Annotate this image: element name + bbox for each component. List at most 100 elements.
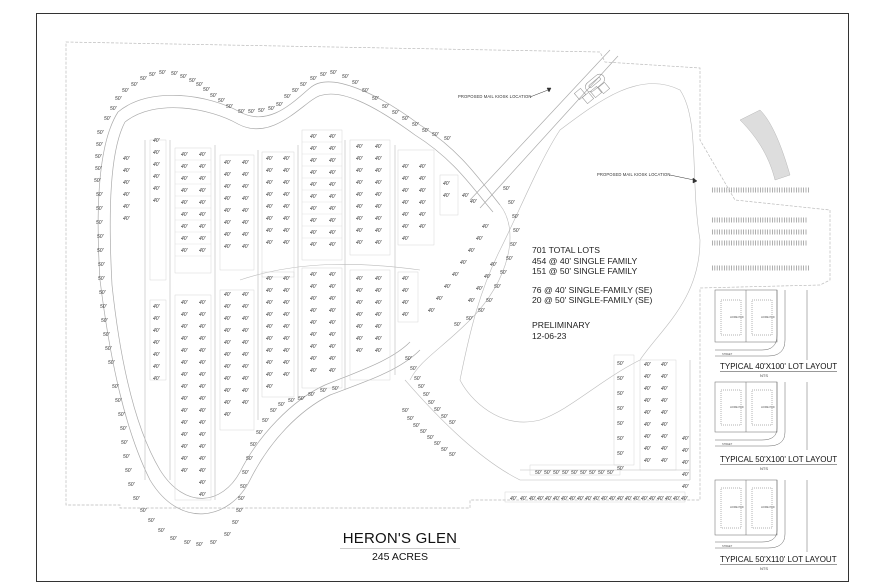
svg-text:40': 40' <box>153 174 161 180</box>
svg-text:50': 50' <box>617 466 625 472</box>
svg-text:50': 50' <box>180 74 188 80</box>
svg-text:50': 50' <box>300 82 308 88</box>
svg-text:50': 50' <box>103 332 111 338</box>
svg-text:40': 40' <box>329 332 337 338</box>
svg-text:40': 40' <box>181 236 189 242</box>
svg-text:50': 50' <box>184 540 192 546</box>
svg-text:40': 40' <box>266 324 274 330</box>
svg-text:50': 50' <box>486 298 494 304</box>
svg-text:40': 40' <box>199 492 207 498</box>
svg-text:40': 40' <box>682 460 690 466</box>
svg-text:40': 40' <box>123 216 131 222</box>
svg-text:40': 40' <box>419 164 427 170</box>
svg-text:40': 40' <box>356 300 364 306</box>
svg-text:40': 40' <box>224 196 232 202</box>
svg-text:50': 50' <box>444 136 452 142</box>
svg-text:40': 40' <box>310 296 318 302</box>
svg-text:40': 40' <box>199 200 207 206</box>
svg-text:50': 50' <box>95 166 103 172</box>
svg-text:50': 50' <box>422 128 430 134</box>
svg-text:40': 40' <box>224 412 232 418</box>
svg-text:50': 50' <box>238 496 246 502</box>
svg-text:40': 40' <box>375 168 383 174</box>
svg-text:50': 50' <box>500 270 508 276</box>
lot-summary: 701 TOTAL LOTS 454 @ 40' SINGLE FAMILY 1… <box>532 245 652 341</box>
svg-text:40': 40' <box>181 432 189 438</box>
svg-text:50': 50' <box>617 361 625 367</box>
svg-text:40': 40' <box>561 496 569 502</box>
svg-text:50': 50' <box>96 142 104 148</box>
svg-text:40': 40' <box>452 272 460 278</box>
svg-text:40': 40' <box>242 364 250 370</box>
svg-text:40': 40' <box>470 199 478 205</box>
svg-text:50': 50' <box>580 470 588 476</box>
svg-text:50': 50' <box>320 388 328 394</box>
svg-text:50': 50' <box>410 366 418 372</box>
svg-text:40': 40' <box>681 496 689 502</box>
svg-text:40': 40' <box>199 300 207 306</box>
svg-text:50': 50' <box>535 470 543 476</box>
detail-50x110-drawing <box>714 479 808 552</box>
svg-text:50': 50' <box>112 384 120 390</box>
svg-text:40': 40' <box>329 194 337 200</box>
svg-text:40': 40' <box>199 176 207 182</box>
svg-text:50': 50' <box>158 528 166 534</box>
svg-text:STREET: STREET <box>722 544 733 548</box>
svg-text:40': 40' <box>242 304 250 310</box>
svg-text:40': 40' <box>181 444 189 450</box>
svg-text:40': 40' <box>402 236 410 242</box>
svg-text:50': 50' <box>262 418 270 424</box>
svg-text:50': 50' <box>427 435 435 441</box>
svg-text:40': 40' <box>661 362 669 368</box>
svg-text:50': 50' <box>332 386 340 392</box>
svg-text:50': 50' <box>405 356 413 362</box>
svg-text:40': 40' <box>520 496 528 502</box>
svg-text:40': 40' <box>242 220 250 226</box>
svg-text:40': 40' <box>661 374 669 380</box>
svg-text:40': 40' <box>199 444 207 450</box>
svg-text:40': 40' <box>123 156 131 162</box>
svg-text:40': 40' <box>224 328 232 334</box>
svg-text:40': 40' <box>199 336 207 342</box>
svg-text:40': 40' <box>283 180 291 186</box>
detail-50x100-drawing <box>714 381 808 450</box>
kiosk-leaders <box>529 87 698 184</box>
open-space-boundary <box>459 83 701 423</box>
svg-text:40': 40' <box>266 204 274 210</box>
svg-text:40': 40' <box>329 320 337 326</box>
plan-date: 12-06-23 <box>532 330 567 341</box>
svg-text:40': 40' <box>310 134 318 140</box>
svg-text:40': 40' <box>310 272 318 278</box>
svg-text:40': 40' <box>242 232 250 238</box>
svg-text:50': 50' <box>105 346 113 352</box>
svg-text:50': 50' <box>232 520 240 526</box>
svg-text:50': 50' <box>553 470 561 476</box>
svg-text:50': 50' <box>270 408 278 414</box>
svg-text:50': 50' <box>97 248 105 254</box>
svg-text:40': 40' <box>644 386 652 392</box>
svg-text:40': 40' <box>266 348 274 354</box>
svg-text:40': 40' <box>375 324 383 330</box>
svg-text:50': 50' <box>512 214 520 220</box>
svg-text:50': 50' <box>607 470 615 476</box>
svg-text:HOME PAD: HOME PAD <box>761 405 775 409</box>
svg-text:50': 50' <box>617 421 625 427</box>
svg-text:40': 40' <box>657 496 665 502</box>
svg-text:40': 40' <box>266 276 274 282</box>
svg-text:40': 40' <box>329 182 337 188</box>
svg-text:40': 40' <box>356 276 364 282</box>
svg-text:50': 50' <box>196 82 204 88</box>
svg-text:50': 50' <box>96 220 104 226</box>
svg-text:40': 40' <box>585 496 593 502</box>
svg-text:40': 40' <box>661 422 669 428</box>
svg-text:40': 40' <box>181 408 189 414</box>
svg-text:50': 50' <box>210 540 218 546</box>
svg-text:40': 40' <box>224 172 232 178</box>
svg-text:50': 50' <box>276 102 284 108</box>
svg-text:50': 50' <box>170 536 178 542</box>
attached-units <box>712 187 810 271</box>
svg-text:40': 40' <box>356 156 364 162</box>
svg-text:40': 40' <box>283 156 291 162</box>
svg-text:40': 40' <box>242 388 250 394</box>
svg-text:40': 40' <box>181 384 189 390</box>
